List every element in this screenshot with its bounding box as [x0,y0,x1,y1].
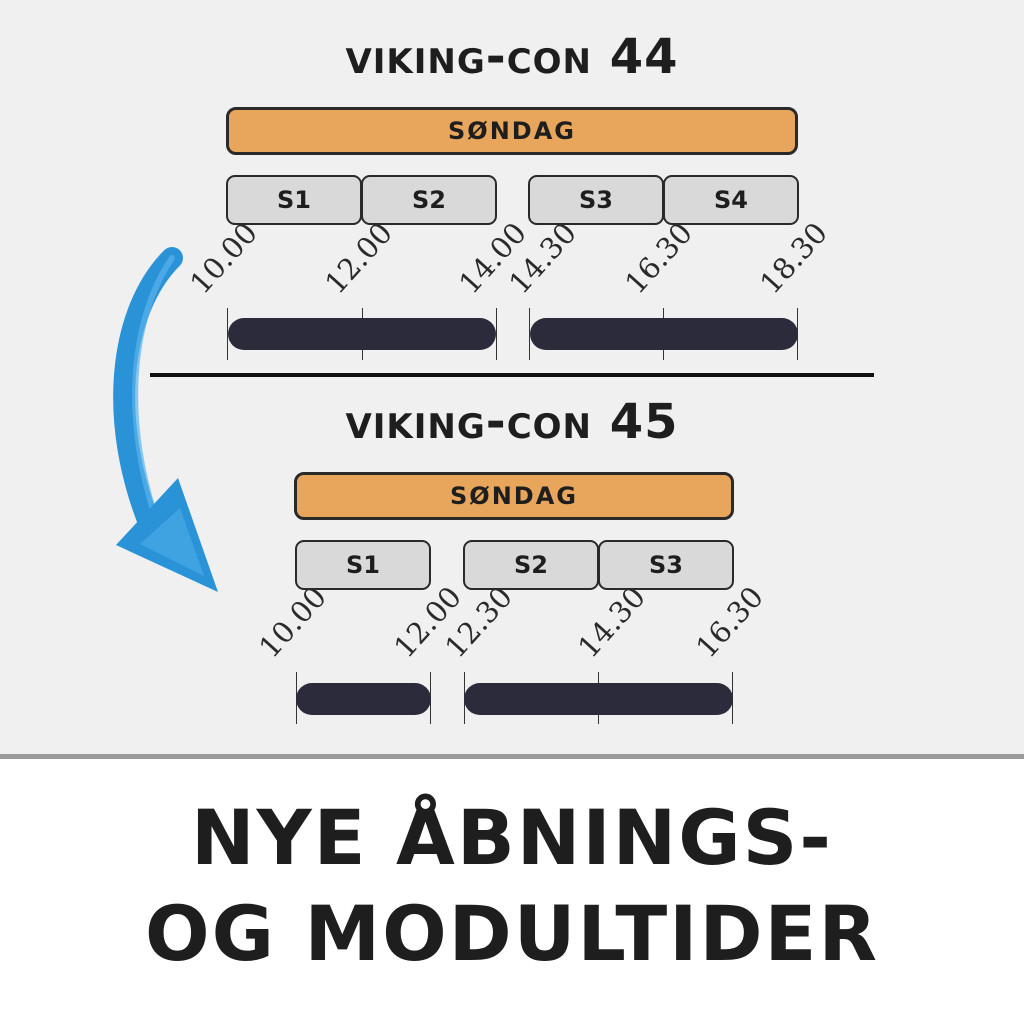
con44-session-s3: S3 [528,175,664,225]
section-divider [150,373,874,377]
con44-title: VIKING-CON 44 [345,29,679,85]
con44-session-s1: S1 [226,175,362,225]
con44-day-bar: SØNDAG [226,107,798,155]
con44-timeline-bar [228,318,496,350]
footer-title-line2: OG MODULTIDER [145,889,879,978]
footer-title: NYE ÅBNINGS- OG MODULTIDER [0,790,1024,982]
con44-session-s4: S4 [663,175,799,225]
con45-timeline-bar [464,683,733,715]
con45-day-bar: SØNDAG [294,472,734,520]
curved-arrow-icon [113,247,218,592]
con44-timeline-bar [530,318,798,350]
con45-title: VIKING-CON 45 [345,394,679,450]
con45-session-s3: S3 [598,540,734,590]
con45-session-s2: S2 [463,540,599,590]
con45-session-s1: S1 [295,540,431,590]
con44-tick [529,308,530,360]
con45-timeline-bar [296,683,431,715]
con44-session-s2: S2 [361,175,497,225]
con44-tick [496,308,497,360]
footer-title-line1: NYE ÅBNINGS- [191,793,833,882]
panel-divider [0,754,1024,759]
con44-tick [227,308,228,360]
